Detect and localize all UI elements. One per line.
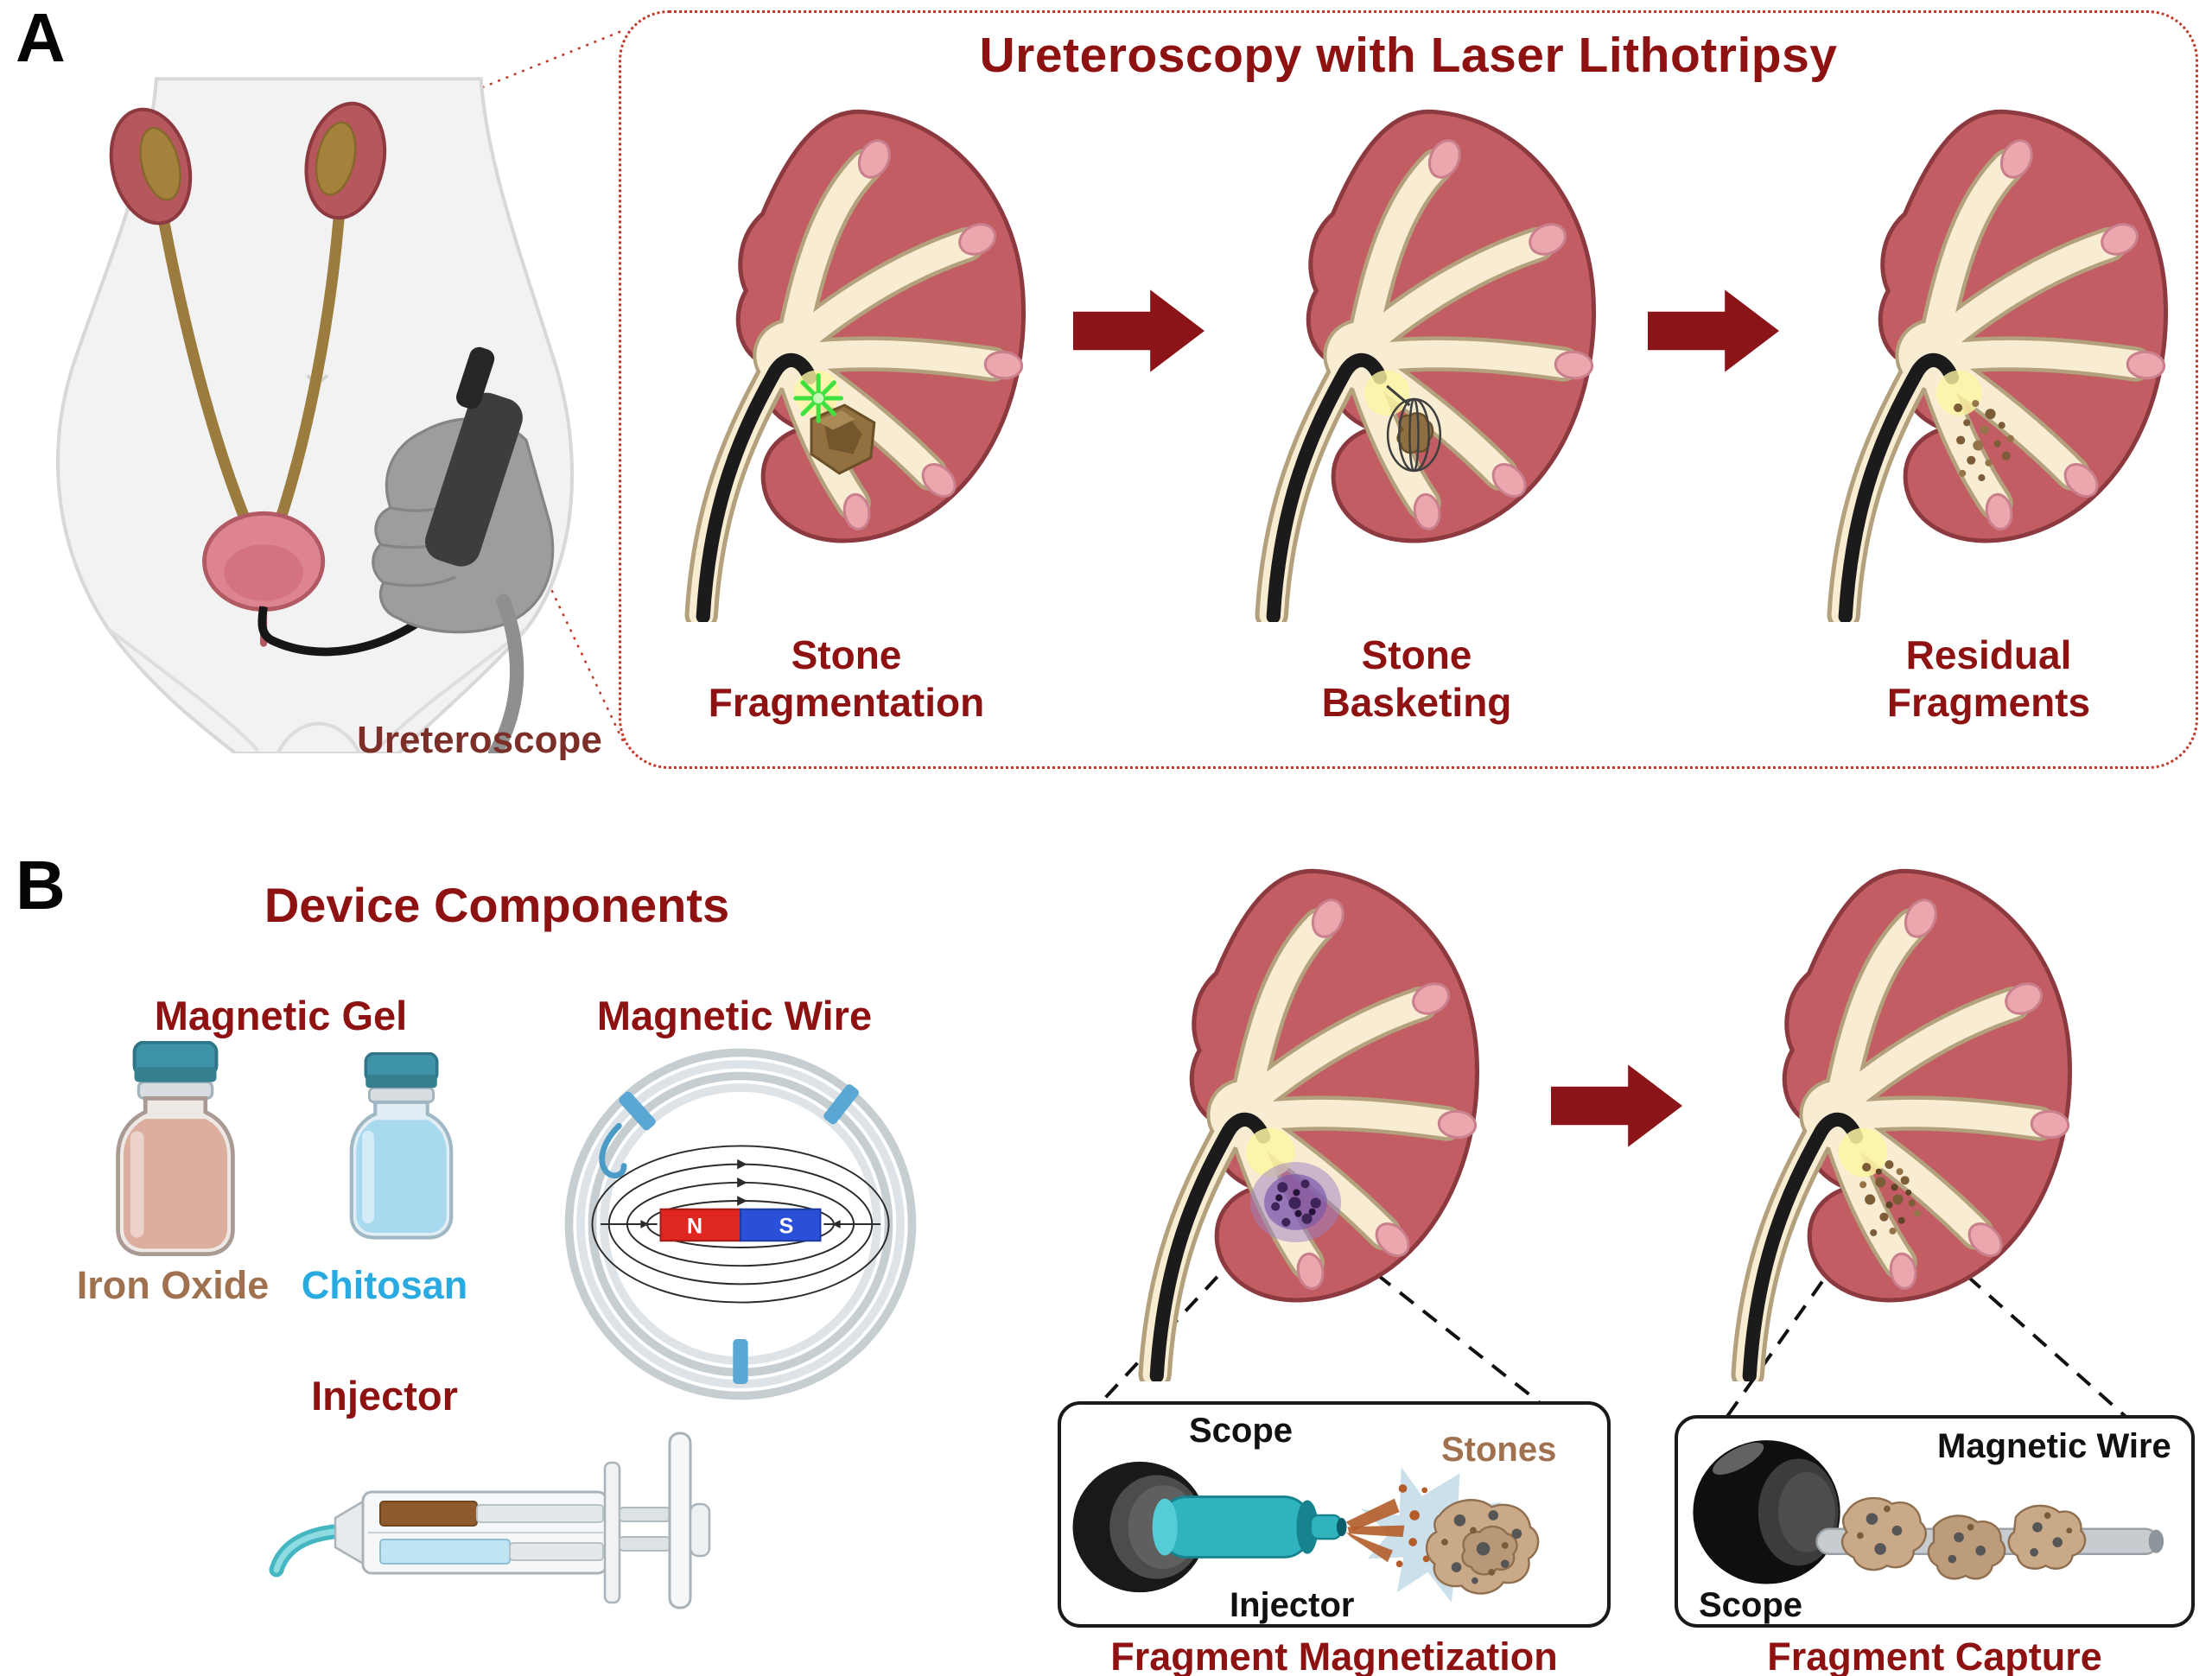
magnetic-wire-heading: Magnetic Wire xyxy=(596,993,873,1038)
chitosan-chamber xyxy=(379,1539,511,1565)
chitosan-vial-illustration xyxy=(349,1052,454,1240)
right-kidney-icon xyxy=(304,101,387,220)
fragment-capture-illustration xyxy=(1693,1440,2164,1584)
inset-scope-label: Scope xyxy=(1189,1412,1294,1450)
step-label-residual-fragments: Residual Fragments xyxy=(1788,632,2190,727)
step-line1: Stone xyxy=(1361,632,1472,677)
patient-body-illustration xyxy=(56,77,575,753)
inset-fragment-magnetization: Scope Stones Injector xyxy=(1058,1401,1611,1628)
arrow-right-icon xyxy=(1648,289,1779,372)
right-ureter xyxy=(271,200,346,534)
arrow-right-icon xyxy=(1073,289,1205,372)
kidney-illustration-magnetization xyxy=(1099,857,1501,1381)
panel-b-label: B xyxy=(16,847,66,924)
left-ureter xyxy=(156,206,256,536)
iron-oxide-chamber xyxy=(379,1501,478,1527)
magnet-south-pole xyxy=(740,1208,822,1242)
inset-stones-label: Stones xyxy=(1441,1431,1557,1469)
fragment-magnetization-caption: Fragment Magnetization xyxy=(1110,1635,1558,1676)
step-line2: Fragmentation xyxy=(708,680,985,726)
procedure-box-title: Ureteroscopy with Laser Lithotripsy xyxy=(979,28,1838,83)
magnetic-wire-coil-illustration: N S xyxy=(564,1048,917,1400)
inset-magnetic-wire-label: Magnetic Wire xyxy=(1937,1427,2171,1465)
step-line2: Fragments xyxy=(1886,680,2091,726)
captured-fragment-clusters xyxy=(1840,1496,2087,1580)
device-components-title: Device Components xyxy=(264,878,730,932)
device-cable xyxy=(487,594,524,753)
magnet-north-pole xyxy=(659,1208,741,1242)
fragment-capture-caption: Fragment Capture xyxy=(1767,1635,2102,1676)
step-line1: Residual xyxy=(1905,632,2072,677)
step-label-stone-fragmentation: Stone Fragmentation xyxy=(645,632,1047,727)
ureteroscope-label: Ureteroscope xyxy=(357,719,602,761)
injector-syringe-illustration xyxy=(269,1432,711,1609)
magnet-south-label: S xyxy=(779,1215,794,1239)
magnetic-gel-heading: Magnetic Gel xyxy=(154,993,408,1038)
wire-connector-hook xyxy=(599,1122,627,1179)
left-kidney-icon xyxy=(109,107,193,225)
kidney-illustration-capture xyxy=(1692,857,2094,1381)
magnet-north-label: N xyxy=(687,1215,702,1239)
inset-scope-label: Scope xyxy=(1699,1586,1803,1624)
step-line1: Stone xyxy=(791,632,902,677)
kidney-illustration-residual-fragments xyxy=(1788,98,2190,622)
ureteroscope-device xyxy=(425,392,523,567)
inset-injector-label: Injector xyxy=(1230,1586,1355,1624)
gel-spray xyxy=(1345,1484,1430,1568)
step-line2: Basketing xyxy=(1321,680,1512,726)
kidney-illustration-stone-fragmentation xyxy=(645,98,1047,622)
chitosan-label: Chitosan xyxy=(301,1263,468,1307)
fragment-magnetization-illustration xyxy=(1072,1461,1540,1603)
iron-oxide-label: Iron Oxide xyxy=(76,1263,270,1307)
lithotripsy-procedure-box: Ureteroscopy with Laser Lithotripsy Ston… xyxy=(619,10,2198,769)
injector-heading: Injector xyxy=(311,1373,458,1419)
injector-tip-icon xyxy=(1158,1495,1313,1559)
panel-a-label: A xyxy=(16,0,66,76)
arrow-right-icon xyxy=(1551,1064,1682,1147)
iron-oxide-vial-illustration xyxy=(116,1041,235,1257)
kidney-illustration-stone-basketing xyxy=(1216,98,1618,622)
step-label-stone-basketing: Stone Basketing xyxy=(1216,632,1618,727)
inset-fragment-capture: Magnetic Wire Scope xyxy=(1675,1415,2195,1628)
